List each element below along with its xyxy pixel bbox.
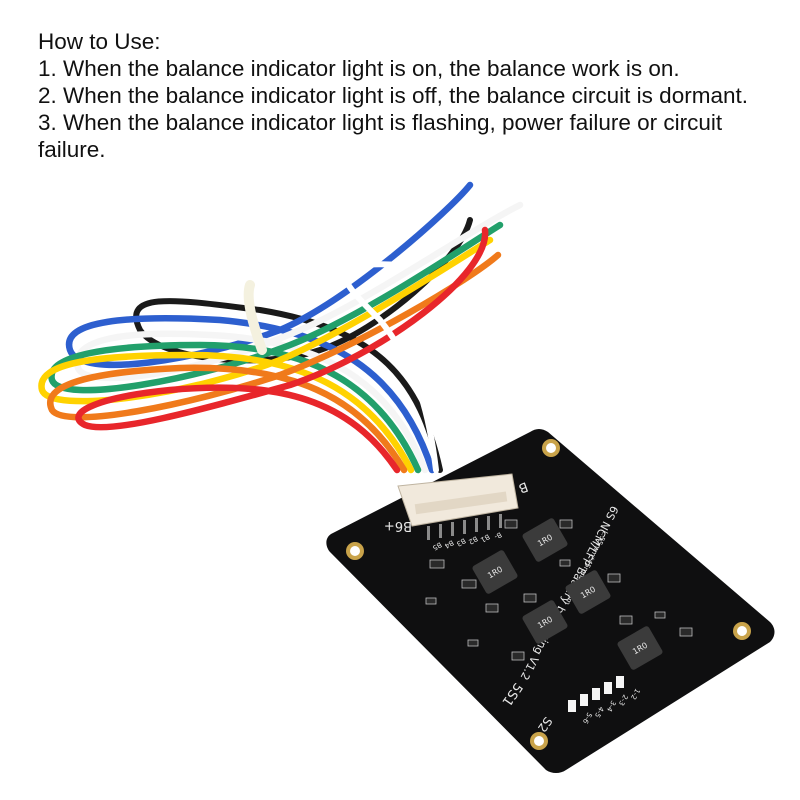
led (568, 700, 576, 712)
wire-white-1 (73, 201, 524, 474)
led (580, 694, 588, 706)
cable-tie (243, 280, 267, 355)
pin-label: B2 (467, 534, 479, 546)
led (616, 676, 624, 688)
wire-red (75, 226, 489, 474)
wire-orange (47, 251, 502, 474)
inductor: 1R0 (565, 570, 611, 614)
inductors: 1R0 1R0 1R0 1R0 1R0 (472, 518, 663, 670)
connector-label-b6: B6+ (384, 518, 412, 533)
instruction-step-2: 2. When the balance indicator light is o… (38, 83, 748, 108)
inductor: 1R0 (522, 600, 568, 644)
instructions-heading: How to Use: (38, 29, 161, 54)
led (592, 688, 600, 700)
wire-harness (38, 181, 524, 474)
pin-label: B4 (443, 538, 455, 550)
wire-white-2 (342, 261, 439, 473)
pin-label: B5 (431, 540, 443, 552)
inductor: 1R0 (617, 626, 663, 670)
wire-green (48, 221, 504, 474)
inductor: 1R0 (472, 550, 518, 594)
inductor: 1R0 (522, 518, 568, 562)
pin-label: B1 (479, 532, 491, 544)
led (604, 682, 612, 694)
pin-labels: B5 B4 B3 B2 B1 B- (431, 530, 503, 552)
usage-instructions: How to Use: 1. When the balance indicato… (38, 28, 778, 163)
instruction-step-1: 1. When the balance indicator light is o… (38, 56, 680, 81)
pin-label: B- (492, 530, 503, 541)
jst-connector (397, 473, 519, 540)
smd-components (425, 519, 693, 661)
instruction-step-3: 3. When the balance indicator light is f… (38, 110, 723, 162)
pin-label: B3 (455, 536, 467, 548)
indicator-leds (568, 676, 624, 712)
pcb-board: 6S NCM/LFP Battery balancing V1.2 L:55mm… (326, 429, 775, 773)
